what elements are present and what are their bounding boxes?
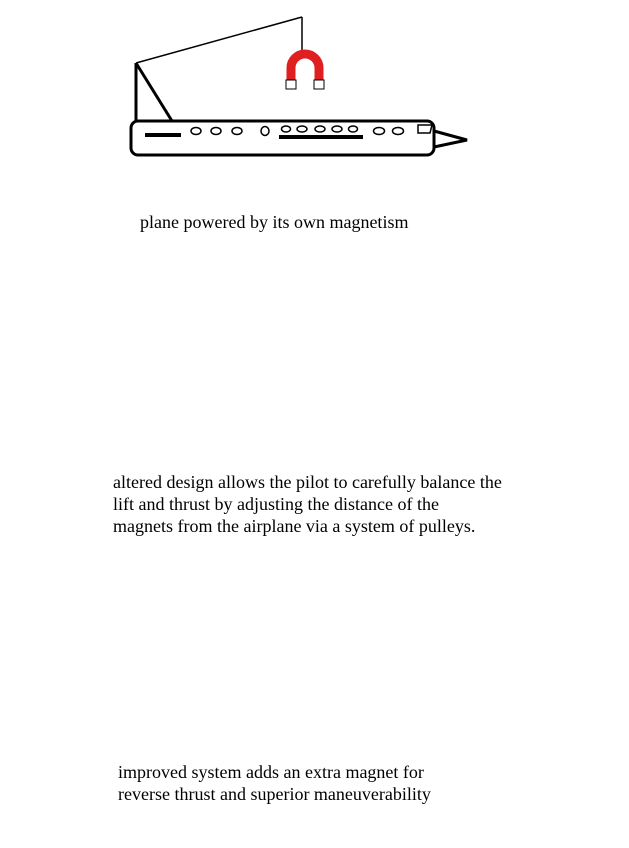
tether-mast <box>134 16 303 122</box>
horseshoe-magnet-icon <box>286 54 324 89</box>
caption-line: reverse thrust and superior maneuverabil… <box>118 784 431 804</box>
panel-1-illustration <box>129 16 469 157</box>
caption-line: improved system adds an extra magnet for <box>118 762 424 782</box>
caption-line: plane powered by its own magnetism <box>140 212 409 232</box>
panel-2-caption: altered design allows the pilot to caref… <box>113 471 502 537</box>
caption-line: lift and thrust by adjusting the distanc… <box>113 494 439 514</box>
caption-line: altered design allows the pilot to caref… <box>113 472 502 492</box>
panel-3-caption: improved system adds an extra magnet for… <box>118 761 431 805</box>
caption-line: magnets from the airplane via a system o… <box>113 516 476 536</box>
panel-1-caption: plane powered by its own magnetism <box>140 211 408 233</box>
airplane-icon <box>129 119 469 157</box>
